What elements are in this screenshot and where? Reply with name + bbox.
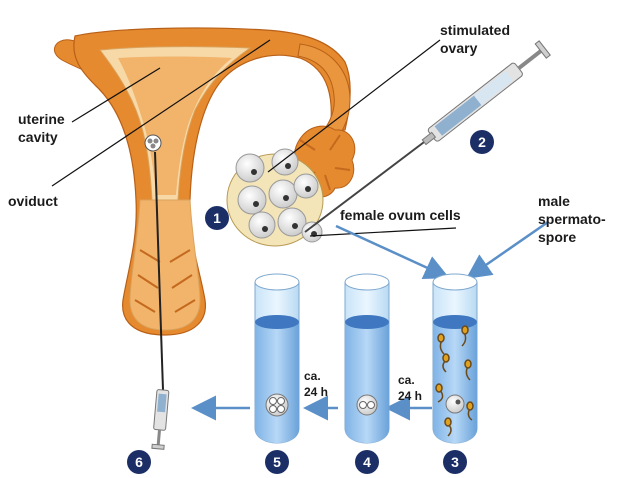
catheter [154,151,164,391]
flow-arrows [191,220,549,421]
syringe [304,40,551,233]
step-3-label: 3 [451,454,459,470]
cervix [129,199,201,331]
annotation-lines [51,39,457,237]
step-1-label: 1 [213,210,221,226]
label-oviduct: oviduct [8,193,58,209]
step-6-marker: 6 [127,450,151,474]
step-2-marker: 2 [470,130,494,154]
label-female-ovum-cells: female ovum cells [340,207,461,223]
label-time-a-ca: ca. [398,373,415,387]
label-male: male [538,193,570,209]
label-uterine: uterine [18,111,65,127]
stimulated-ovary [226,125,356,247]
label-time-a-24h: 24 h [398,389,422,403]
step-3-marker: 3 [443,450,467,474]
step-1-marker: 1 [205,206,229,230]
step-5-marker: 5 [265,450,289,474]
label-spermato: spermato- [538,211,606,227]
label-stimulated: stimulated [440,22,510,38]
step-4-label: 4 [363,454,371,470]
test-tube-5 [254,273,300,444]
step-4-marker: 4 [355,450,379,474]
step-6-label: 6 [135,454,143,470]
test-tube-3 [432,273,478,444]
step-2-label: 2 [478,134,486,150]
label-time-b-ca: ca. [304,369,321,383]
step-5-label: 5 [273,454,281,470]
uterus [53,27,351,391]
label-ovary: ovary [440,40,478,56]
test-tube-4 [344,273,390,444]
label-cavity: cavity [18,129,58,145]
transfer-syringe [151,389,170,450]
label-time-b-24h: 24 h [304,385,328,399]
implanted-embryo [144,134,162,152]
follicles [235,148,323,243]
label-spore: spore [538,229,576,245]
